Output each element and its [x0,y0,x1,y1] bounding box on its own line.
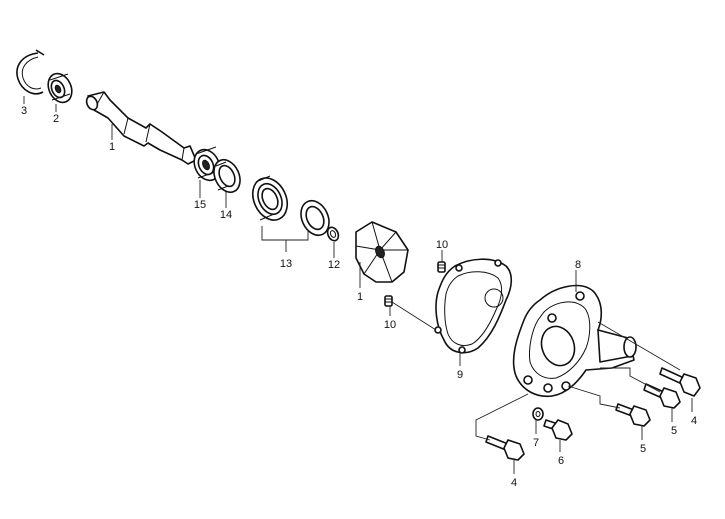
callout-5-upper: 5 [671,425,677,437]
pump-cover [512,284,637,398]
dowel-pin-lower [384,295,393,307]
bearing-2 [47,72,73,104]
bolt-4-right [659,367,701,397]
bolt-4-left [485,435,525,461]
bolt-5-upper [643,383,681,409]
callout-6: 6 [558,455,564,467]
oil-seal-14 [213,158,241,194]
callout-2: 2 [53,113,59,125]
washer-12 [326,226,340,242]
impeller [355,221,409,283]
seal-ring [300,199,330,237]
callout-4-left: 4 [511,477,517,489]
callout-15: 15 [194,199,206,211]
mechanical-seal-13 [251,175,289,221]
bolt-5-lower [615,403,651,427]
callout-5-lower: 5 [640,443,646,455]
snap-ring [16,49,45,95]
callout-7: 7 [533,437,539,449]
bolt-6 [543,419,573,441]
callout-1-impeller: 1 [357,291,363,303]
callout-3: 3 [21,105,27,117]
callout-14: 14 [220,209,232,221]
callout-10-upper: 10 [436,239,448,251]
callout-1-shaft: 1 [109,141,115,153]
callout-10-lower: 10 [384,319,396,331]
callout-9: 9 [457,369,463,381]
washer-7 [532,407,544,421]
gasket [434,258,513,354]
callout-8: 8 [575,259,581,271]
callout-13: 13 [280,258,292,270]
callout-4-right: 4 [691,415,697,427]
leader-lines [23,96,693,474]
callout-12: 12 [328,259,340,271]
dowel-pin-upper [437,261,446,273]
pump-shaft [85,91,197,165]
